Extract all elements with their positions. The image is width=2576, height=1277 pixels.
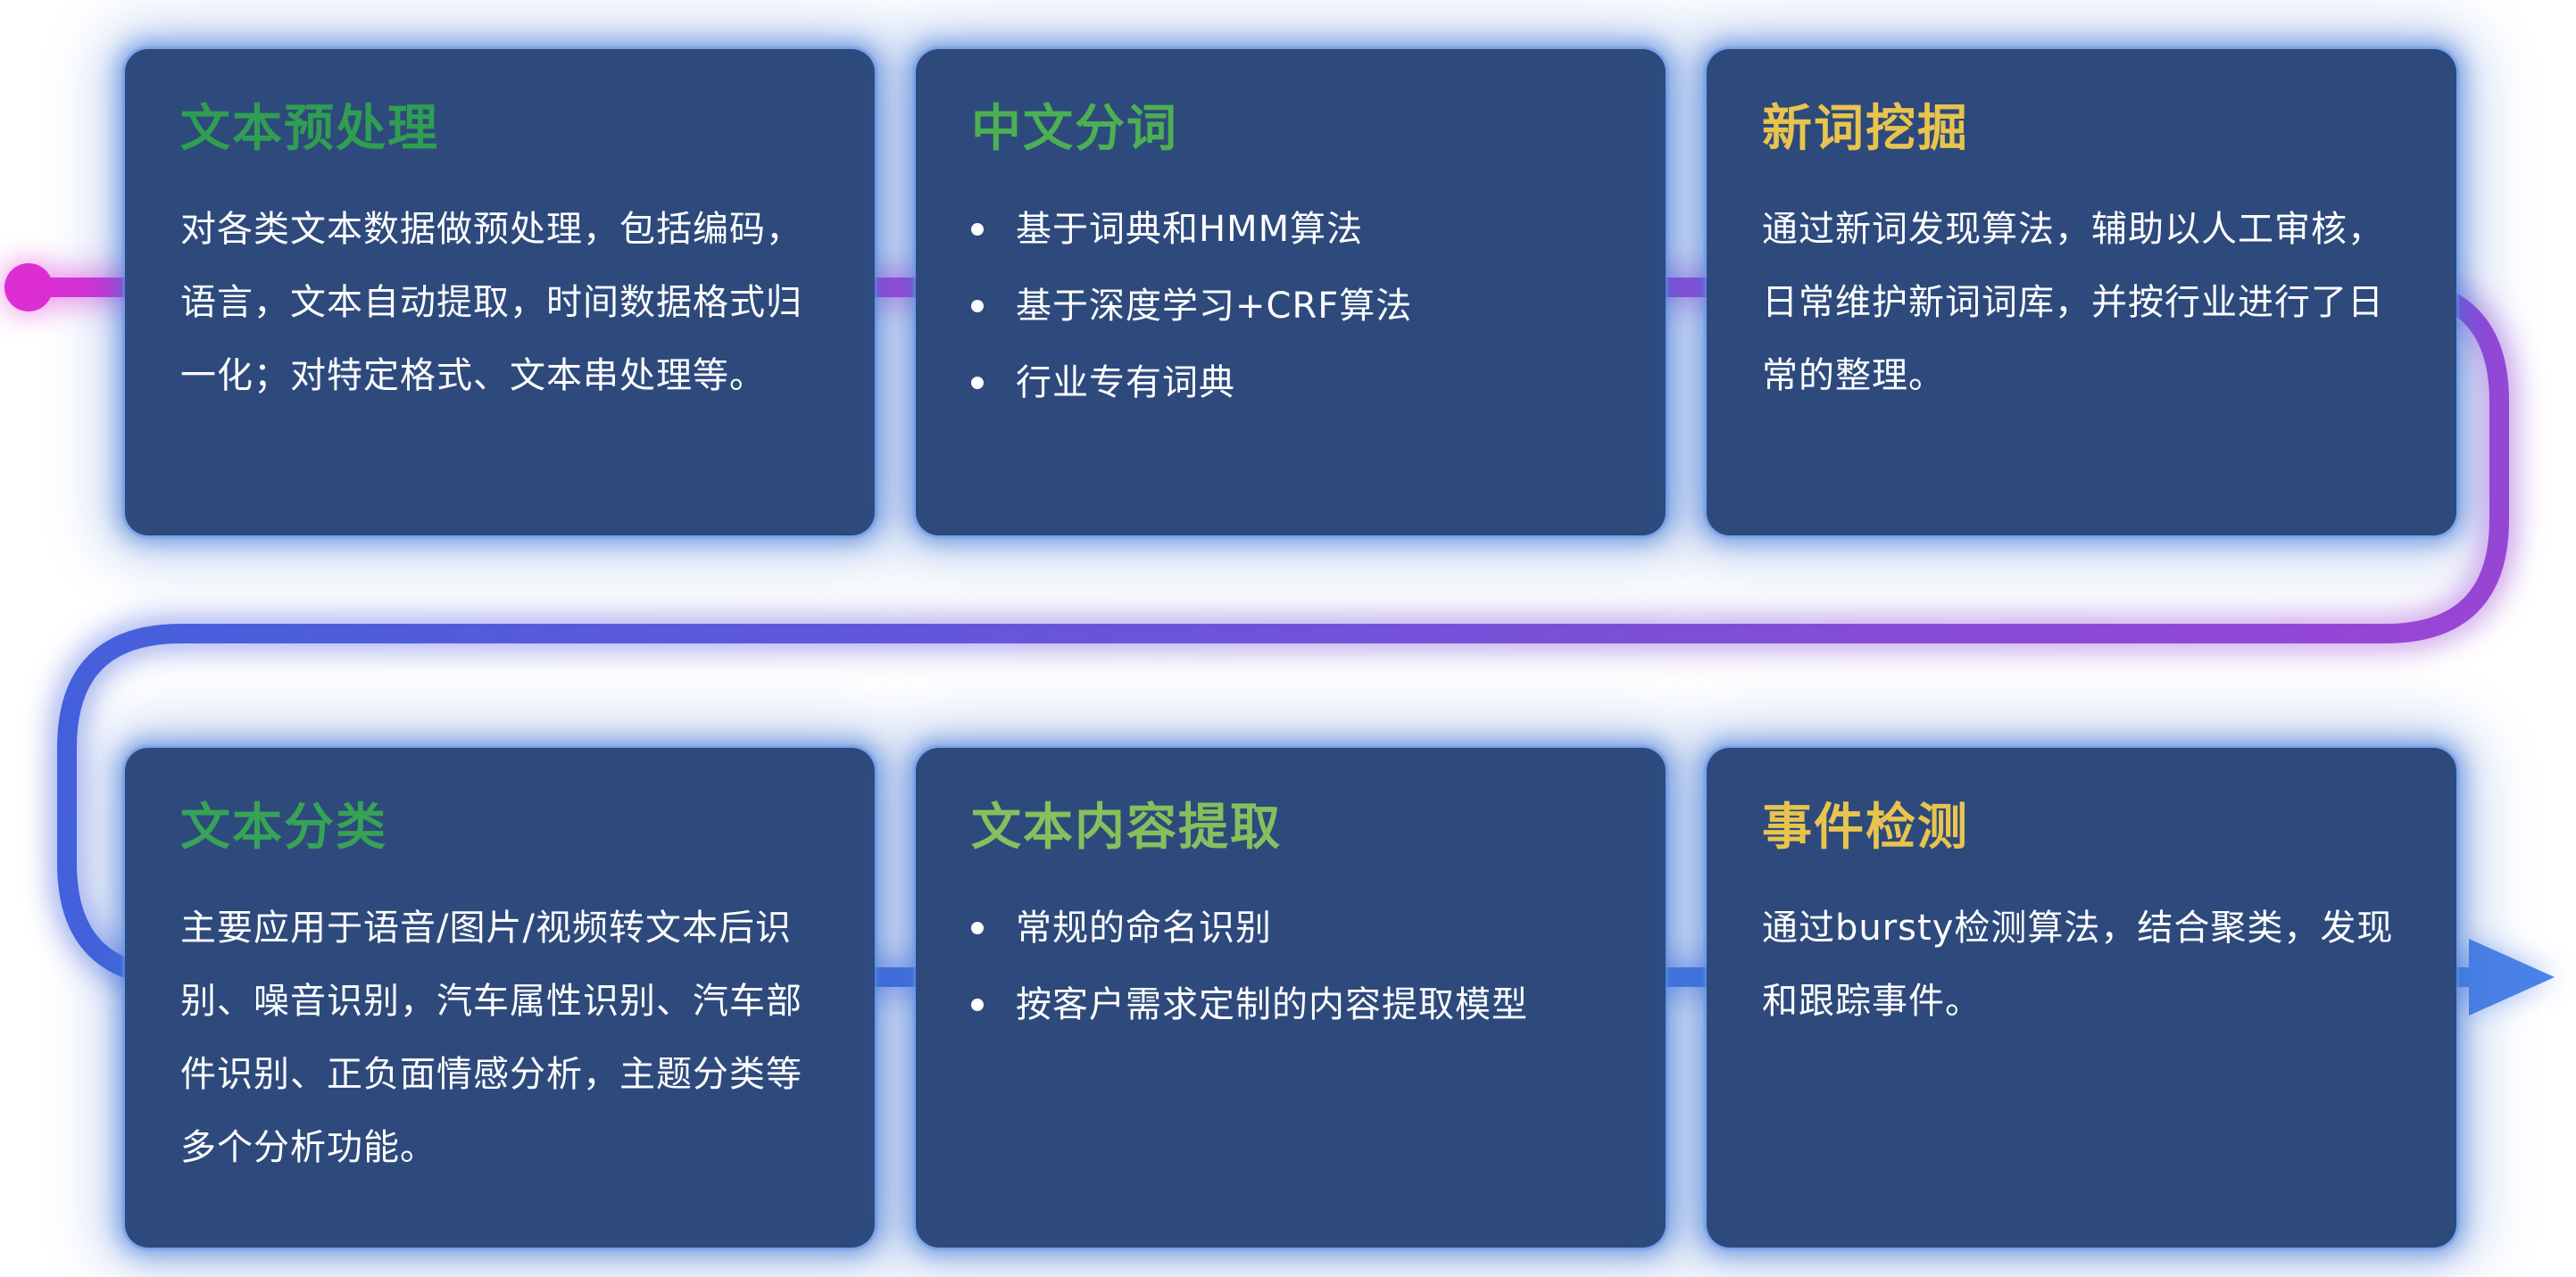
card-bullet-list: 常规的命名识别 按客户需求定制的内容提取模型 (971, 891, 1612, 1041)
bullet-item: 基于词典和HMM算法 (971, 193, 1612, 266)
card-row-top: 文本预处理 对各类文本数据做预处理，包括编码，语言，文本自动提取，时间数据格式归… (125, 49, 2456, 535)
bullet-text: 行业专有词典 (1016, 362, 1235, 404)
bullet-item: 基于深度学习+CRF算法 (971, 269, 1612, 343)
card-title-text-preprocessing: 文本预处理 (180, 100, 439, 158)
card-title-new-word-mining: 新词挖掘 (1762, 100, 1969, 158)
card-title-chinese-word-segmentation: 中文分词 (971, 100, 1178, 158)
bullet-dot-icon (971, 922, 984, 935)
bullet-text: 按客户需求定制的内容提取模型 (1016, 984, 1528, 1026)
bullet-dot-icon (971, 999, 984, 1012)
flow-start-dot (4, 263, 53, 311)
card-chinese-word-segmentation: 中文分词 基于词典和HMM算法 基于深度学习+CRF算法 行业专有词典 (916, 49, 1666, 535)
card-title-text-classification: 文本分类 (180, 799, 387, 857)
bullet-item: 常规的命名识别 (971, 891, 1612, 965)
bullet-dot-icon (971, 300, 984, 313)
card-bullet-list: 基于词典和HMM算法 基于深度学习+CRF算法 行业专有词典 (971, 193, 1612, 419)
flow-line-middle (57, 451, 2509, 813)
bullet-text: 基于词典和HMM算法 (1016, 209, 1364, 251)
card-body-new-word-mining: 通过新词发现算法，辅助以人工审核，日常维护新词词库，并按行业进行了日常的整理。 (1762, 209, 2384, 397)
bullet-item: 按客户需求定制的内容提取模型 (971, 968, 1612, 1041)
card-body-text-classification: 主要应用于语音/图片/视频转文本后识别、噪音识别，汽车属性识别、汽车部件识别、正… (180, 908, 802, 1169)
card-new-word-mining: 新词挖掘 通过新词发现算法，辅助以人工审核，日常维护新词词库，并按行业进行了日常… (1707, 49, 2456, 535)
card-text-preprocessing: 文本预处理 对各类文本数据做预处理，包括编码，语言，文本自动提取，时间数据格式归… (125, 49, 875, 535)
card-row-bottom: 文本分类 主要应用于语音/图片/视频转文本后识别、噪音识别，汽车属性识别、汽车部… (125, 748, 2456, 1248)
card-body-text-preprocessing: 对各类文本数据做预处理，包括编码，语言，文本自动提取，时间数据格式归一化；对特定… (180, 209, 802, 397)
card-title-text-content-extraction: 文本内容提取 (971, 799, 1282, 857)
bullet-text: 常规的命名识别 (1016, 908, 1272, 949)
bullet-dot-icon (971, 223, 984, 236)
card-text-content-extraction: 文本内容提取 常规的命名识别 按客户需求定制的内容提取模型 (916, 748, 1666, 1248)
card-event-detection: 事件检测 通过bursty检测算法，结合聚类，发现和跟踪事件。 (1707, 748, 2456, 1248)
bullet-dot-icon (971, 377, 984, 390)
card-text-classification: 文本分类 主要应用于语音/图片/视频转文本后识别、噪音识别，汽车属性识别、汽车部… (125, 748, 875, 1248)
card-title-event-detection: 事件检测 (1762, 799, 1969, 857)
card-body-event-detection: 通过bursty检测算法，结合聚类，发现和跟踪事件。 (1762, 908, 2394, 1023)
bullet-item: 行业专有词典 (971, 346, 1612, 419)
bullet-text: 基于深度学习+CRF算法 (1016, 286, 1413, 328)
flow-end-arrow-icon (2469, 939, 2555, 1016)
